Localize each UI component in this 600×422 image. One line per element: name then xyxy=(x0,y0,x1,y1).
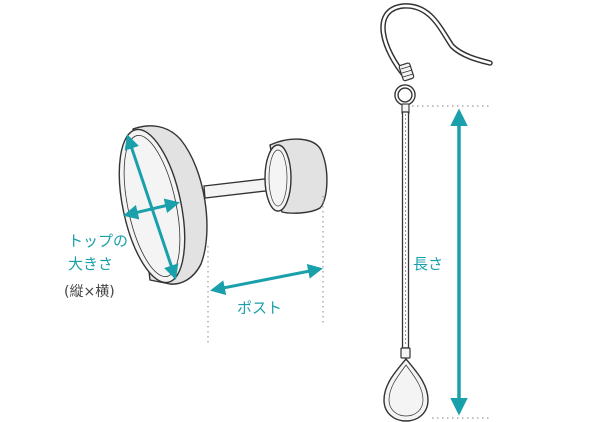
ear-wire-hook-inner xyxy=(381,4,492,78)
post-arrow xyxy=(210,263,323,296)
stud-catch-face-inner xyxy=(268,149,288,207)
top-size-label-line1: トップの xyxy=(68,232,128,250)
ear-wire-hook xyxy=(380,3,493,79)
hook-earring xyxy=(380,3,493,422)
length-label: 長さ xyxy=(413,255,443,273)
top-size-sublabel: (縦×横) xyxy=(64,284,115,300)
top-size-label-line2: 大きさ xyxy=(68,255,113,273)
teardrop-charm xyxy=(383,357,429,422)
stud-catch-face xyxy=(264,144,292,212)
top-width-arrow xyxy=(123,198,180,220)
stud-post xyxy=(203,177,275,199)
post-label: ポスト xyxy=(237,299,282,317)
stud-earring xyxy=(118,125,328,285)
